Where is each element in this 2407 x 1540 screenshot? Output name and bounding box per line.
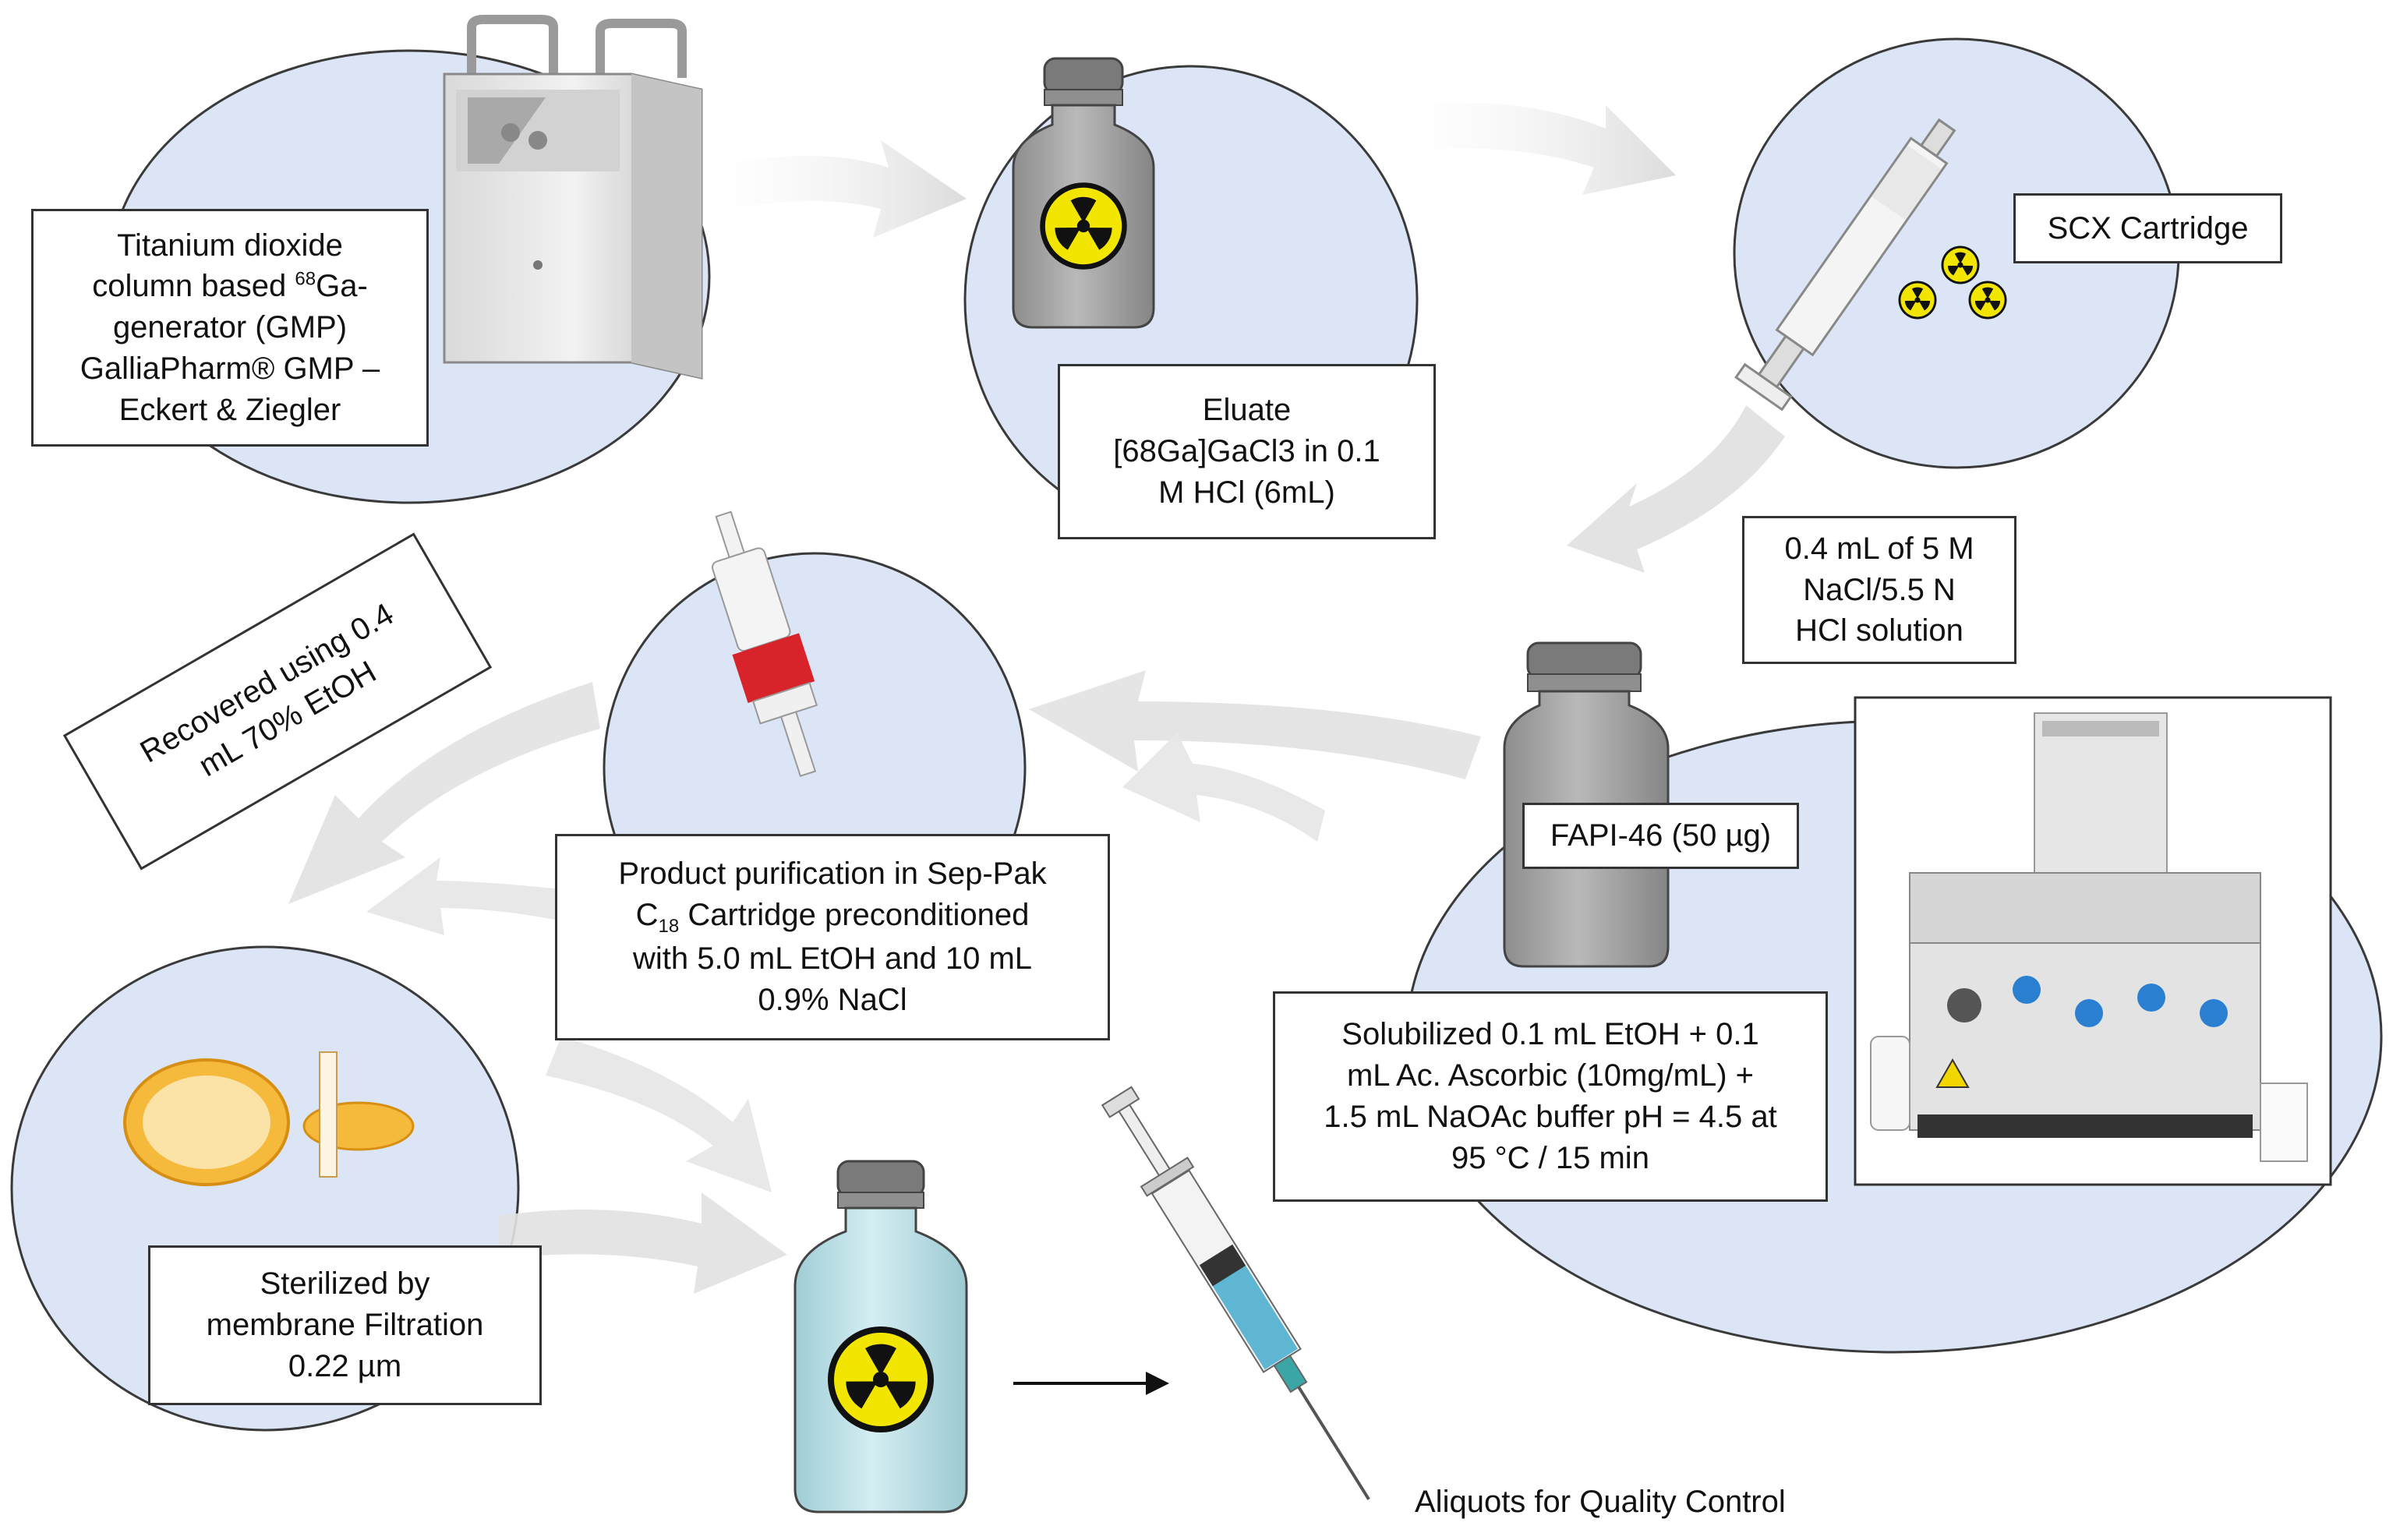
arrow-scx-to-reactor (1567, 405, 1785, 573)
flow-arrows (288, 102, 1785, 1294)
final-product-vial (793, 1160, 968, 1514)
arrow-generator-to-eluate (702, 140, 967, 238)
qc-label: Aliquots for Quality Control (1415, 1485, 1786, 1519)
sterilized-line2: membrane Filtration (206, 1308, 484, 1343)
solubilized-line4: 95 °C / 15 min (1451, 1140, 1649, 1175)
arrow-eluate-to-scx (1395, 102, 1676, 195)
solubilized-line3: 1.5 mL NaOAc buffer pH = 4.5 at (1324, 1100, 1777, 1134)
eluate-line3: M HCl (6mL) (1158, 475, 1335, 510)
scx-box: SCX Cartridge (2013, 193, 2282, 263)
generator-line5: Eckert & Ziegler (118, 392, 341, 427)
nacl-line1: 0.4 mL of 5 M (1784, 531, 1974, 566)
fapi-box: FAPI-46 (50 µg) (1522, 803, 1799, 869)
generator-device-image (443, 15, 703, 380)
nacl-box: 0.4 mL of 5 M NaCl/5.5 N HCl solution (1742, 516, 2016, 664)
eluate-line2: [68Ga]GaCl3 in 0.1 (1113, 434, 1380, 469)
nacl-line2: NaCl/5.5 N (1803, 572, 1956, 607)
arrow-seppak-to-final (546, 1037, 772, 1192)
generator-line2: column based 68Ga- (92, 268, 368, 304)
generator-line3: generator (GMP) (112, 310, 348, 345)
synthesizer-image (1854, 696, 2332, 1186)
generator-line1: Titanium dioxide (117, 228, 343, 263)
arrow-reactor-to-seppak (1029, 670, 1481, 779)
qc-syringe-image (1101, 1086, 1370, 1500)
eluate-line1: Eluate (1202, 393, 1292, 428)
seppak-cartridge-image (711, 510, 818, 778)
arrow-filter-to-final (499, 1192, 787, 1294)
generator-box: Titanium dioxide column based 68Ga- gene… (31, 209, 429, 447)
arrow-reactor-to-seppak-lower (1122, 733, 1325, 842)
fapi-label: FAPI-46 (50 µg) (1550, 818, 1772, 853)
qc-arrow (1013, 1372, 1169, 1395)
seppak-line2: C18 Cartridge preconditioned (635, 897, 1030, 937)
arrow-seppak-to-filter (288, 682, 600, 904)
eluate-vial (1012, 57, 1155, 329)
solubilized-box: Solubilized 0.1 mL EtOH + 0.1 mL Ac. Asc… (1273, 991, 1828, 1202)
solubilized-line2: mL Ac. Ascorbic (10mg/mL) + (1346, 1058, 1755, 1093)
solubilized-line1: Solubilized 0.1 mL EtOH + 0.1 (1341, 1017, 1759, 1052)
seppak-line4: 0.9% NaCl (758, 983, 907, 1018)
sterilized-line3: 0.22 µm (288, 1348, 402, 1383)
nacl-line3: HCl solution (1795, 613, 1963, 648)
scx-cartridge-image (1734, 118, 2007, 411)
syringe-filter-image (123, 1051, 415, 1186)
generator-line4: GalliaPharm® GMP – (80, 351, 380, 386)
seppak-line3: with 5.0 mL EtOH and 10 mL (632, 941, 1033, 977)
seppak-box: Product purification in Sep-Pak C18 Cart… (555, 834, 1110, 1040)
eluate-box: Eluate [68Ga]GaCl3 in 0.1 M HCl (6mL) (1058, 364, 1436, 539)
sterilized-box: Sterilized by membrane Filtration 0.22 µ… (148, 1245, 542, 1405)
sterilized-line1: Sterilized by (260, 1266, 430, 1302)
arrow-seppak-to-filter-lower (366, 857, 592, 935)
seppak-line1: Product purification in Sep-Pak (618, 856, 1047, 891)
scx-label: SCX Cartridge (2047, 210, 2249, 245)
